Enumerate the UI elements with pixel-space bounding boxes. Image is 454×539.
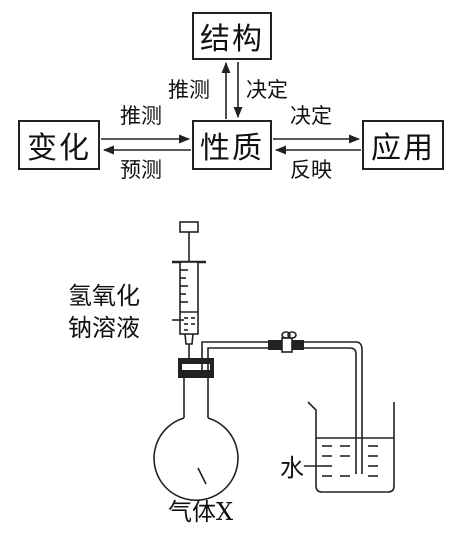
edge-label-left-to-center: 推测 (120, 104, 162, 128)
delivery-tube (201, 341, 363, 474)
node-change: 变化 (18, 120, 100, 170)
beaker (307, 401, 395, 493)
syringe-tip (184, 333, 194, 345)
node-application: 应用 (362, 120, 444, 170)
flask-bulb (153, 417, 239, 501)
node-application-label: 应用 (371, 131, 435, 166)
edge-label-right-to-center: 反映 (290, 158, 332, 182)
syringe-label-line1: 氢氧化 (68, 282, 140, 310)
rubber-tube (268, 340, 282, 350)
edge-label-top-to-center: 决定 (246, 78, 288, 102)
beaker-label: 水 (280, 454, 304, 482)
syringe-barrel (179, 261, 199, 335)
node-change-label: 变化 (27, 131, 91, 166)
node-structure-label: 结构 (200, 22, 264, 57)
syringe-label: 氢氧化 钠溶液 (68, 280, 140, 345)
node-property-label: 性质 (200, 131, 264, 166)
syringe-plunger-head (179, 221, 199, 233)
node-property: 性质 (192, 120, 272, 170)
flask-label: 气体X (168, 498, 234, 526)
edge-label-center-to-right: 决定 (290, 104, 332, 128)
clamp (281, 337, 293, 353)
edge-label-center-to-top: 推测 (168, 78, 210, 102)
syringe-label-line2: 钠溶液 (68, 314, 140, 343)
edge-label-center-to-left: 预测 (120, 158, 162, 182)
node-structure: 结构 (192, 12, 272, 60)
